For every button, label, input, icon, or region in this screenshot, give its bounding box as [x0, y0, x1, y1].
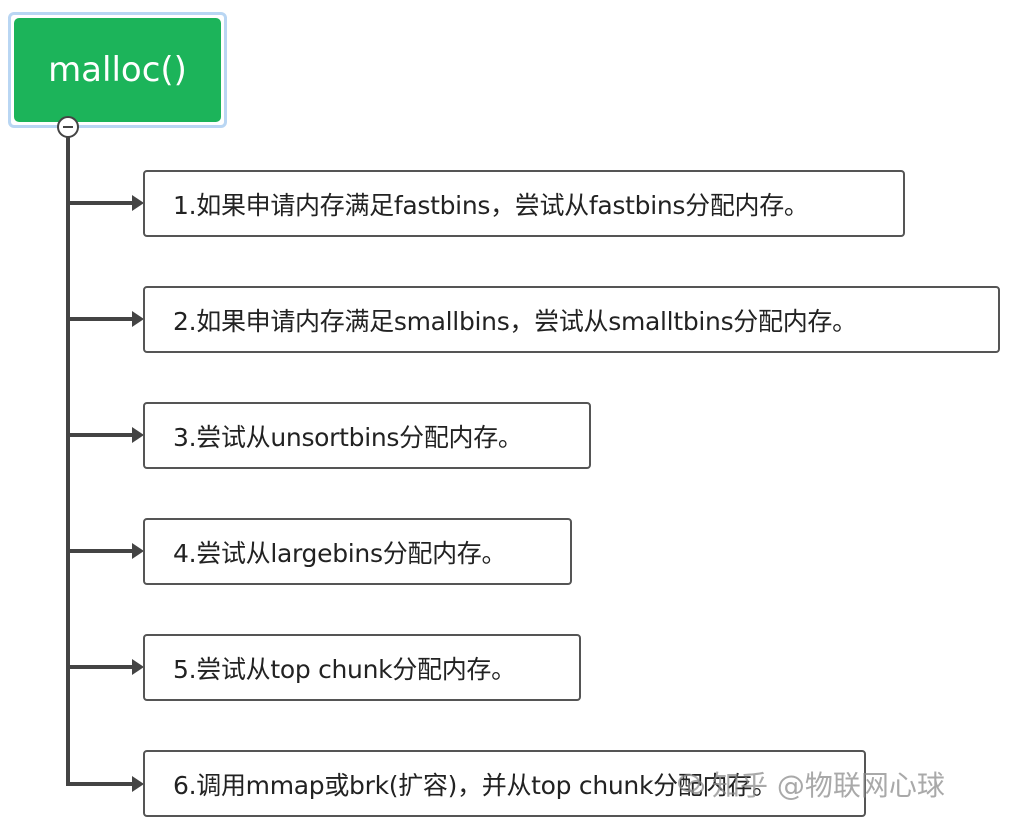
watermark-text: 知乎 @物联网心球 — [712, 769, 945, 802]
step-node-label: 6.调用mmap或brk(扩容)，并从top chunk分配内存。 — [173, 770, 777, 800]
connector-arrow-6 — [70, 776, 144, 792]
root-node-malloc[interactable]: malloc() — [14, 18, 221, 122]
step-node-label: 1.如果申请内存满足fastbins，尝试从fastbins分配内存。 — [173, 190, 809, 220]
root-node-label: malloc() — [48, 50, 187, 90]
step-node-1[interactable]: 1.如果申请内存满足fastbins，尝试从fastbins分配内存。 — [143, 170, 905, 237]
chat-bubble-icon — [678, 774, 704, 794]
step-node-2[interactable]: 2.如果申请内存满足smallbins，尝试从smalltbins分配内存。 — [143, 286, 1000, 353]
step-node-label: 3.尝试从unsortbins分配内存。 — [173, 422, 523, 452]
step-node-4[interactable]: 4.尝试从largebins分配内存。 — [143, 518, 572, 585]
connector-arrow-4 — [70, 543, 144, 559]
step-node-3[interactable]: 3.尝试从unsortbins分配内存。 — [143, 402, 591, 469]
step-node-label: 5.尝试从top chunk分配内存。 — [173, 654, 516, 684]
step-node-5[interactable]: 5.尝试从top chunk分配内存。 — [143, 634, 581, 701]
connector-arrow-2 — [70, 311, 144, 327]
connector-arrow-1 — [70, 195, 144, 211]
watermark: 知乎 @物联网心球 — [678, 764, 945, 804]
connector-arrow-3 — [70, 427, 144, 443]
step-node-label: 4.尝试从largebins分配内存。 — [173, 538, 507, 568]
connector-arrow-5 — [70, 659, 144, 675]
tree-trunk-line — [66, 136, 70, 786]
step-node-6[interactable]: 6.调用mmap或brk(扩容)，并从top chunk分配内存。 — [143, 750, 866, 817]
collapse-toggle-icon[interactable] — [57, 116, 79, 138]
step-node-label: 2.如果申请内存满足smallbins，尝试从smalltbins分配内存。 — [173, 306, 857, 336]
